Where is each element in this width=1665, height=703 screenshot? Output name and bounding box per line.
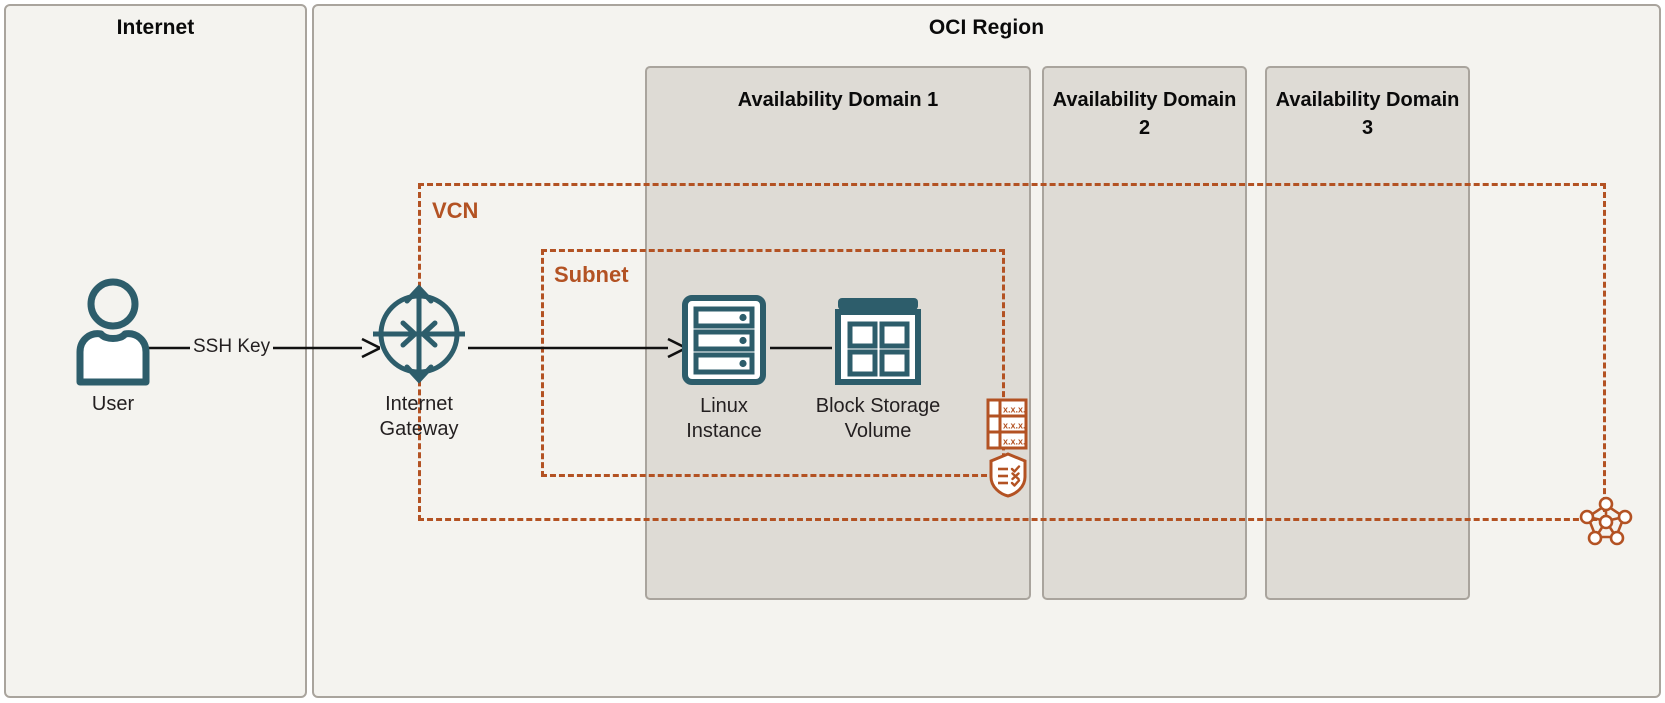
node-security-list[interactable] [988,452,1028,503]
node-user-label: User [91,393,135,415]
vcn-label: VCN [432,198,479,223]
internet-panel-title: Internet [116,16,195,39]
node-linux-instance[interactable]: Linux Instance [664,292,784,444]
internet-gateway-icon [373,284,465,384]
availability-domain-2-label: Availability Domain 2 [1052,89,1237,139]
availability-domain-3: Availability Domain 3 [1265,66,1470,600]
availability-domain-1-label: Availability Domain 1 [737,89,939,111]
node-route-table[interactable]: x.x.x. x.x.x. x.x.x. [986,398,1028,455]
node-service-mesh[interactable] [1579,494,1633,551]
network-mesh-icon [1579,496,1633,546]
node-linux-instance-label: Linux Instance [686,395,762,442]
oci-region-title: OCI Region [928,16,1045,39]
user-icon [76,278,150,386]
availability-domain-2: Availability Domain 2 [1042,66,1247,600]
block-storage-icon [835,298,921,385]
edge-gateway-to-instance [468,337,686,359]
edge-instance-to-storage [770,346,832,350]
node-block-storage[interactable]: Block Storage Volume [806,292,950,444]
route-table-icon: x.x.x. x.x.x. x.x.x. [986,398,1028,450]
node-internet-gateway-label: Internet Gateway [379,393,459,440]
route-table-row-0: x.x.x. [1003,405,1026,415]
security-list-shield-icon [989,452,1027,498]
availability-domain-3-label: Availability Domain 3 [1275,89,1460,139]
subnet-boundary [541,249,1005,477]
node-internet-gateway[interactable]: Internet Gateway [348,282,490,442]
route-table-row-2: x.x.x. [1003,437,1026,447]
node-user[interactable]: User [48,278,178,417]
subnet-label: Subnet [554,262,629,287]
route-table-row-1: x.x.x. [1003,421,1026,431]
node-block-storage-label: Block Storage Volume [815,395,941,442]
compute-instance-icon [682,295,766,385]
edge-label-ssh-key: SSH Key [190,336,274,358]
